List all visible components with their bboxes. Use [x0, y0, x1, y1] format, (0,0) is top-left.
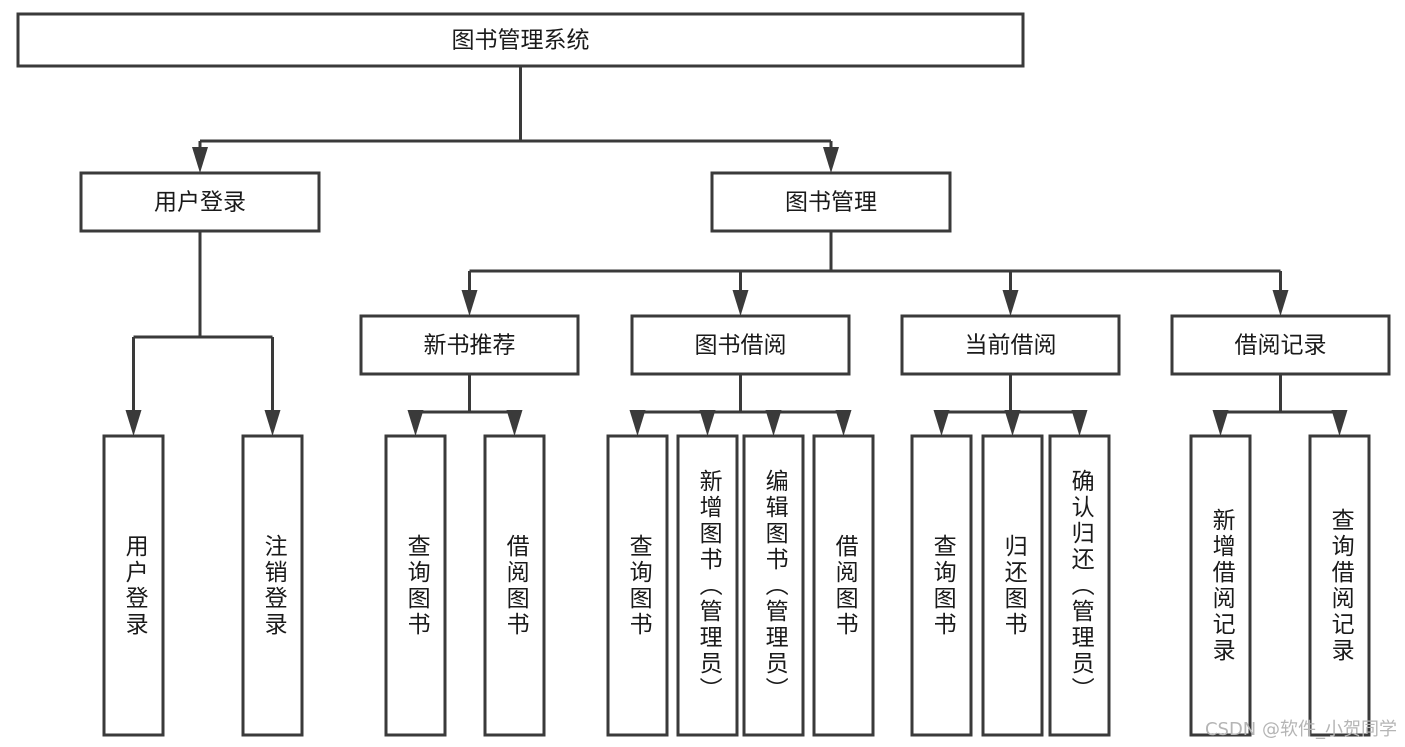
node-leaf-user-login[interactable]: [102, 434, 165, 737]
book-manage-arrow: [1002, 290, 1019, 316]
node-leaf-query-book-1[interactable]: [384, 434, 447, 737]
book-borrow-arrow: [835, 410, 852, 436]
borrow-record-arrow: [1331, 410, 1348, 436]
node-leaf-add-record[interactable]: [1189, 434, 1252, 737]
node-current-borrow-label: 当前借阅: [965, 333, 1057, 359]
node-leaf-query-book-3[interactable]: [910, 434, 973, 737]
root-arrow: [192, 147, 208, 173]
node-leaf-borrow-book-2[interactable]: [812, 434, 875, 737]
node-user-login[interactable]: [79, 171, 321, 233]
node-root[interactable]: [16, 12, 1025, 68]
node-new-book-rec-label: 新书推荐: [424, 333, 516, 359]
node-leaf-add-book[interactable]: [676, 434, 739, 737]
node-leaf-borrow-book-1[interactable]: [483, 434, 546, 737]
book-borrow-arrow: [765, 410, 782, 436]
node-current-borrow[interactable]: [900, 314, 1121, 376]
node-user-login-label: 用户登录: [154, 190, 246, 216]
node-book-manage[interactable]: [710, 171, 952, 233]
node-leaf-query-book-2[interactable]: [606, 434, 669, 737]
node-leaf-user-logout[interactable]: [241, 434, 304, 737]
node-book-borrow[interactable]: [630, 314, 851, 376]
node-leaf-confirm-return[interactable]: [1048, 434, 1111, 737]
node-new-book-rec[interactable]: [359, 314, 580, 376]
book-manage-arrow: [1272, 290, 1289, 316]
borrow-record-arrow: [1212, 410, 1229, 436]
root-arrow: [823, 147, 839, 173]
new-book-rec-arrow: [506, 410, 523, 436]
node-leaf-return-book[interactable]: [981, 434, 1044, 737]
node-leaf-edit-book[interactable]: [742, 434, 805, 737]
node-root-label: 图书管理系统: [452, 28, 590, 54]
current-borrow-arrow: [1071, 410, 1088, 436]
current-borrow-arrow: [1004, 410, 1021, 436]
new-book-rec-arrow: [407, 410, 424, 436]
book-borrow-arrow: [629, 410, 646, 436]
node-book-manage-label: 图书管理: [785, 190, 877, 216]
node-borrow-record-label: 借阅记录: [1235, 333, 1327, 359]
book-borrow-arrow: [699, 410, 716, 436]
book-manage-arrow: [461, 290, 478, 316]
node-book-borrow-label: 图书借阅: [695, 333, 787, 359]
book-manage-arrow: [732, 290, 749, 316]
user-login-arrow: [264, 410, 281, 436]
connector-layer: [125, 66, 1348, 436]
user-login-arrow: [125, 410, 142, 436]
node-leaf-query-record[interactable]: [1308, 434, 1371, 737]
current-borrow-arrow: [933, 410, 950, 436]
node-borrow-record[interactable]: [1170, 314, 1391, 376]
